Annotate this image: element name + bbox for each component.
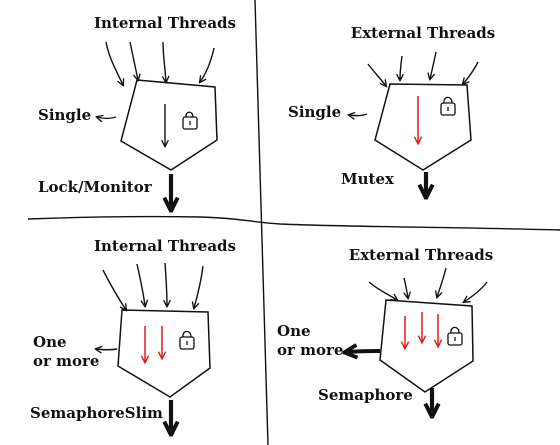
primitive-label: Semaphore	[318, 386, 413, 404]
panel-internal-single: Internal Threads Single Lock/Monitor	[38, 14, 236, 206]
thread-arrow	[400, 55, 402, 80]
thread-arrows	[105, 41, 215, 85]
panel-external-single: External Threads Single Mutex	[288, 24, 495, 193]
scope-arrow	[96, 349, 118, 350]
thread-arrow	[463, 61, 479, 84]
padlock-icon	[179, 330, 195, 350]
thread-arrow	[194, 265, 204, 308]
scope-arrow	[97, 117, 117, 119]
panel-internal-multiple: Internal Threads One or more SemaphoreSl…	[30, 237, 236, 430]
thread-arrow	[105, 41, 123, 85]
scope-arrow	[349, 114, 368, 116]
panel-heading: External Threads	[351, 24, 495, 42]
scope-label-line1: One	[33, 333, 67, 351]
padlock-icon	[447, 326, 463, 346]
scope-label-line1: One	[277, 322, 311, 340]
thread-arrows	[102, 262, 204, 310]
thread-arrow	[437, 267, 447, 297]
process-pentagon	[374, 83, 472, 171]
scope-label: Single	[288, 103, 341, 121]
thread-arrows	[368, 267, 488, 302]
process-pentagon	[117, 309, 211, 398]
scope-label-line2: or more	[277, 341, 343, 359]
thread-arrow	[367, 63, 386, 86]
scope-label: Single	[38, 106, 91, 124]
thread-arrow	[200, 47, 215, 82]
process-pentagon	[120, 79, 218, 171]
thread-arrow	[129, 41, 138, 80]
primitive-label: SemaphoreSlim	[30, 404, 163, 422]
panel-heading: External Threads	[349, 246, 493, 264]
horizontal-divider	[27, 215, 560, 231]
padlock-icon	[440, 96, 456, 116]
thread-arrow	[136, 263, 145, 306]
thread-arrow	[368, 281, 397, 300]
primitive-label: Lock/Monitor	[38, 178, 153, 196]
thread-arrow	[404, 277, 408, 298]
thread-arrow	[163, 41, 166, 82]
padlock-icon	[182, 111, 198, 130]
scope-label-line2: or more	[33, 352, 99, 370]
primitive-label: Mutex	[341, 170, 395, 188]
panel-heading: Internal Threads	[94, 237, 236, 255]
process-pentagon	[379, 299, 474, 393]
thread-arrow	[102, 269, 126, 310]
thread-arrow	[464, 281, 488, 302]
panel-external-multiple: External Threads One or more Semaphore	[277, 246, 493, 412]
thread-arrow	[165, 262, 167, 306]
scope-arrow	[349, 351, 381, 352]
thread-arrows	[367, 51, 479, 86]
panel-heading: Internal Threads	[94, 14, 236, 32]
thread-arrow	[430, 51, 437, 79]
